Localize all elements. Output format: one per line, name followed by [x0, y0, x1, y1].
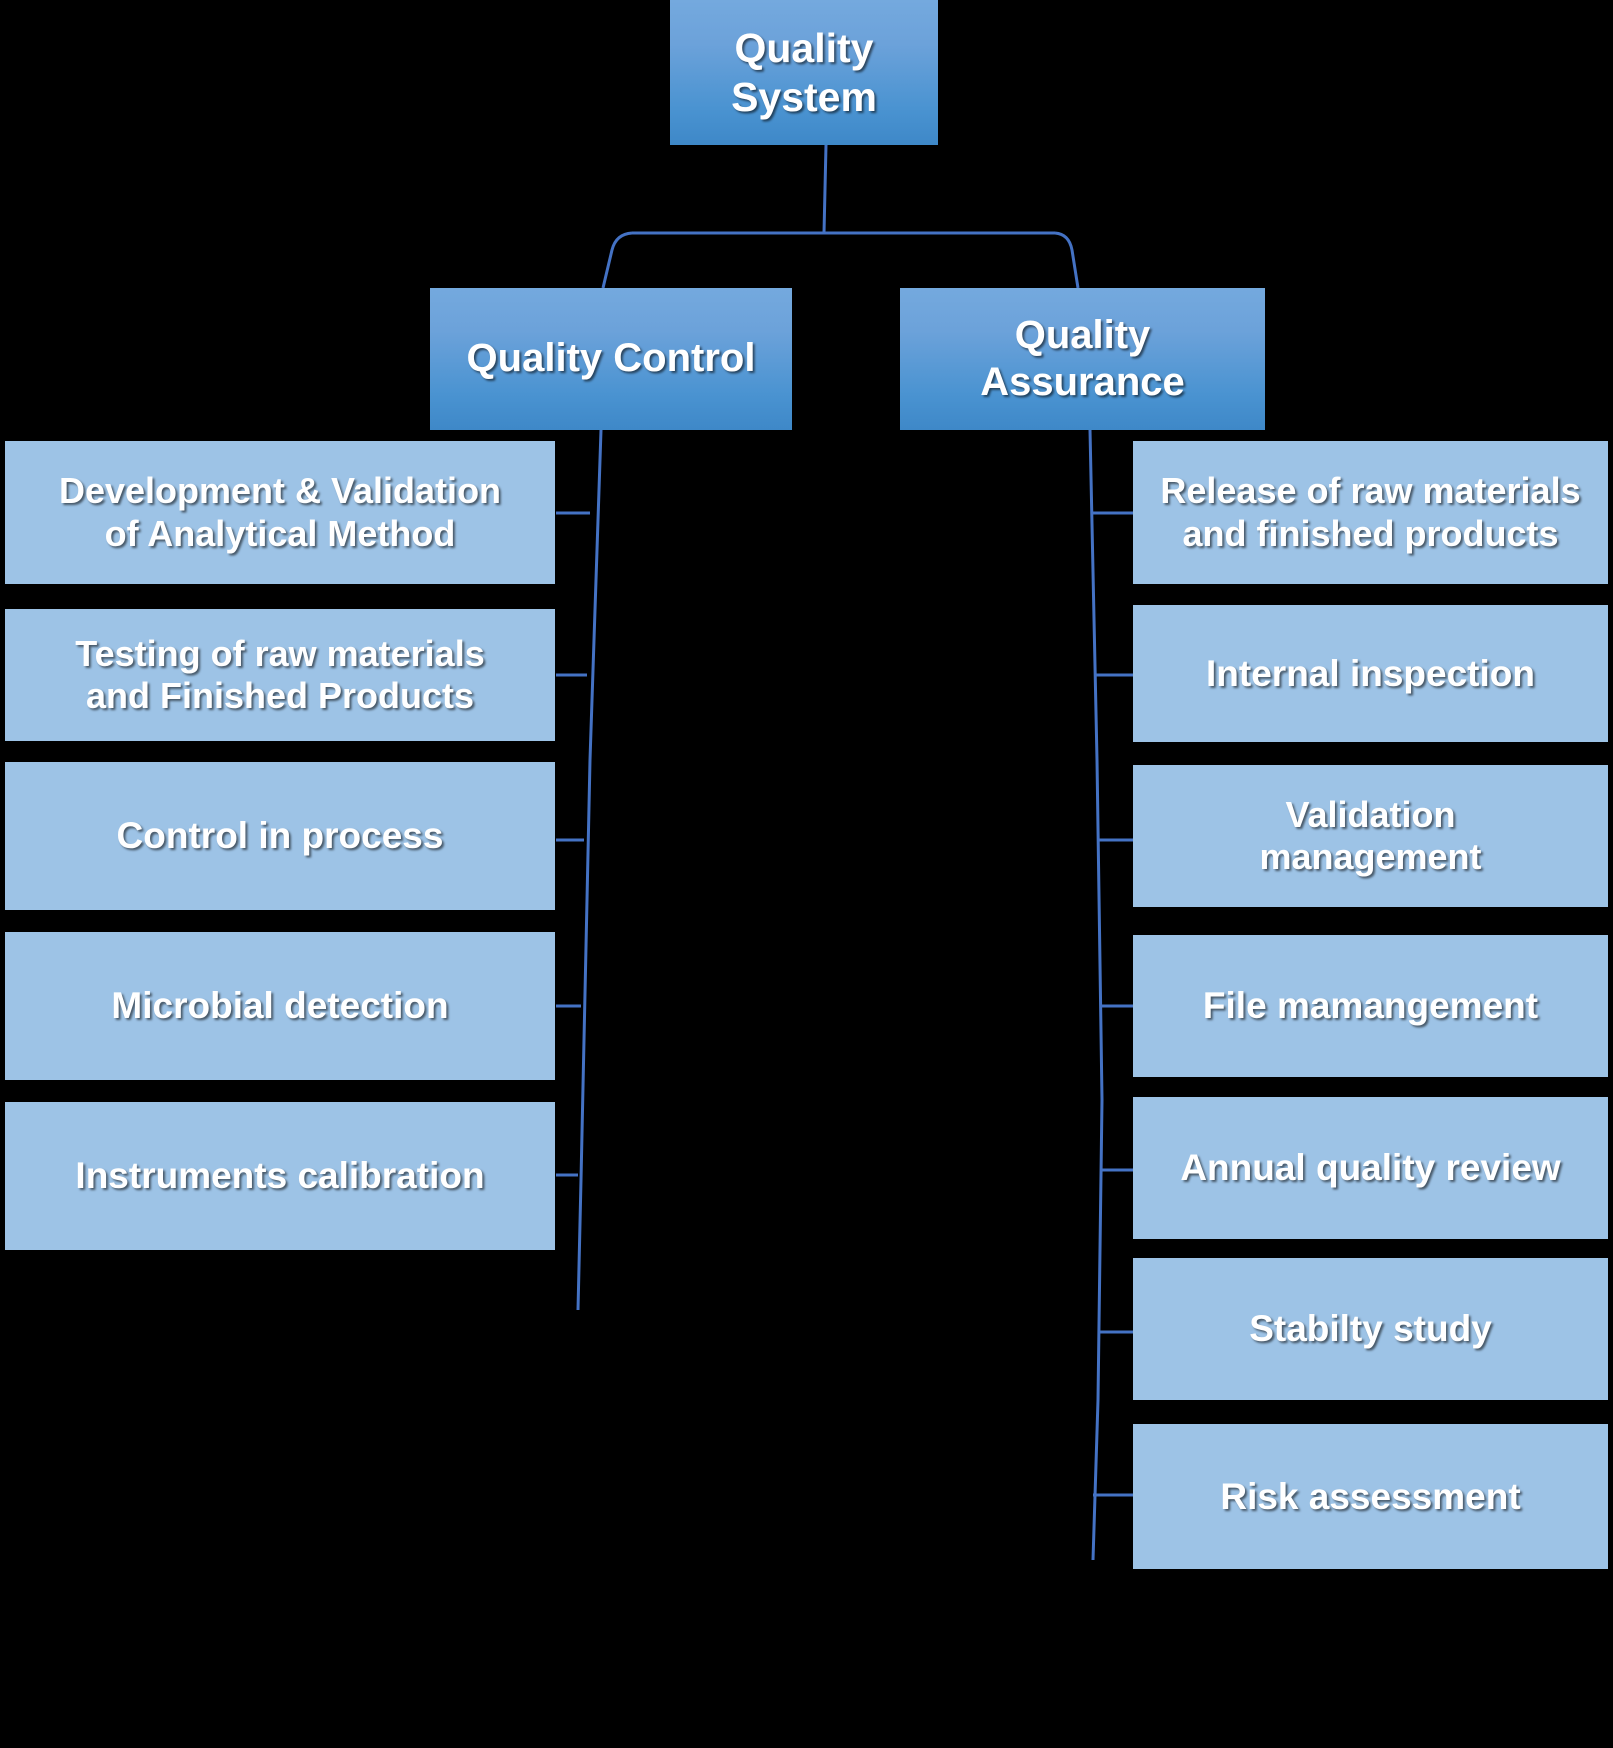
node-qa-child-1-line2: and finished products: [1182, 512, 1559, 554]
node-qa-child-6-label: Stabilty study: [1249, 1308, 1492, 1350]
connector-root-stem: [822, 144, 828, 234]
node-qa-child-6[interactable]: Stabilty study: [1133, 1258, 1608, 1400]
node-qc-child-2-line1: Testing of raw materials: [75, 632, 485, 674]
node-qa-child-1-line1: Release of raw materials: [1160, 470, 1581, 512]
node-qa-child-3-line2: management: [1259, 836, 1482, 877]
node-qc-child-1-line1: Development & Validation: [58, 470, 502, 512]
node-qa-child-4[interactable]: File mamangement: [1133, 935, 1608, 1077]
node-quality-assurance-line1: Quality: [1014, 312, 1151, 357]
node-qa-child-2[interactable]: Internal inspection: [1133, 605, 1608, 742]
node-quality-control[interactable]: Quality Control: [430, 288, 792, 430]
node-quality-system[interactable]: Quality System: [670, 0, 938, 145]
connector-to-quality-assurance: [1054, 231, 1080, 289]
node-qa-child-3-line1: Validation: [1285, 793, 1456, 835]
node-qa-child-4-label: File mamangement: [1202, 985, 1539, 1027]
node-qa-child-5-label: Annual quality review: [1180, 1147, 1561, 1189]
node-qc-child-2-line2: and Finished Products: [85, 675, 475, 716]
node-qc-child-3[interactable]: Control in process: [5, 762, 555, 910]
node-qc-child-4-label: Microbial detection: [111, 985, 449, 1027]
node-qc-child-5[interactable]: Instruments calibration: [5, 1102, 555, 1250]
node-qa-child-7-label: Risk assessment: [1220, 1475, 1521, 1517]
node-qc-child-4[interactable]: Microbial detection: [5, 932, 555, 1080]
node-qa-child-3[interactable]: Validation management: [1133, 765, 1608, 907]
node-qa-child-2-label: Internal inspection: [1206, 652, 1535, 694]
node-qa-child-1[interactable]: Release of raw materials and finished pr…: [1133, 441, 1608, 584]
connector-to-quality-control: [601, 231, 633, 289]
node-quality-control-label: Quality Control: [466, 336, 756, 381]
node-qa-child-7[interactable]: Risk assessment: [1133, 1424, 1608, 1569]
node-qc-child-2[interactable]: Testing of raw materials and Finished Pr…: [5, 609, 555, 741]
node-quality-system-line1: Quality: [734, 25, 874, 72]
node-quality-system-line2: System: [731, 73, 877, 120]
node-quality-assurance[interactable]: Quality Assurance: [900, 288, 1265, 430]
connector-right-trunk: [1088, 429, 1104, 1561]
node-quality-assurance-line2: Assurance: [980, 360, 1185, 404]
node-qc-child-5-label: Instruments calibration: [75, 1155, 485, 1197]
node-qc-child-1-line2: of Analytical Method: [104, 512, 456, 554]
node-qc-child-1[interactable]: Development & Validation of Analytical M…: [5, 441, 555, 584]
connector-left-trunk: [576, 429, 603, 1311]
node-qa-child-5[interactable]: Annual quality review: [1133, 1097, 1608, 1239]
node-qc-child-3-label: Control in process: [116, 815, 444, 857]
